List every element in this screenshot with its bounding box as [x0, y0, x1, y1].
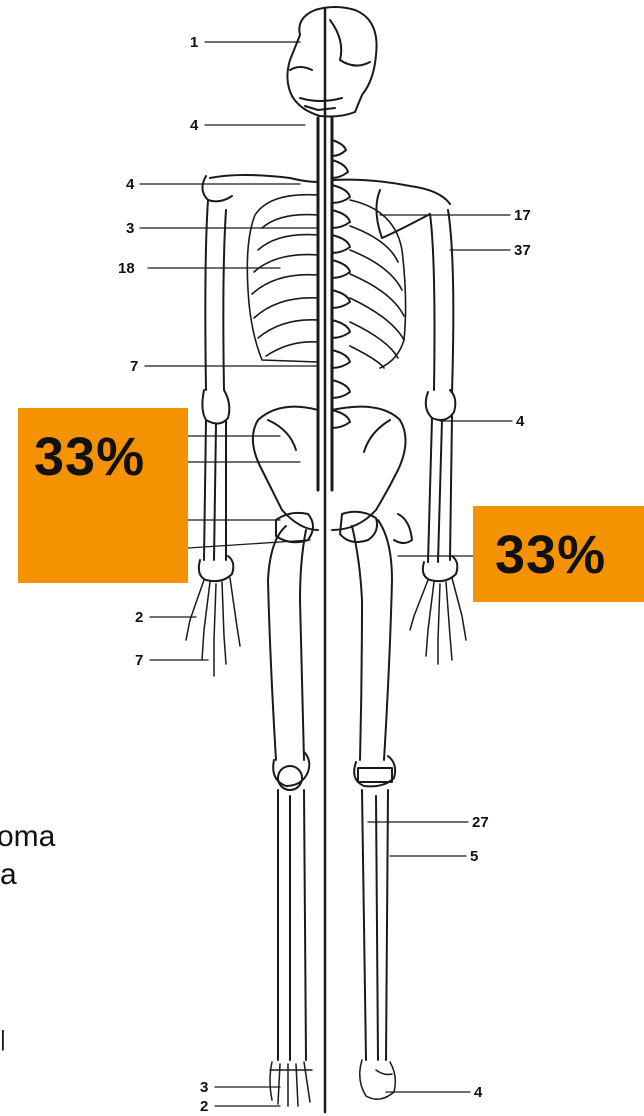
- skull: [287, 7, 376, 117]
- label-3a: 3: [126, 220, 134, 237]
- pelvis: [253, 407, 406, 543]
- label-4a: 4: [190, 117, 199, 134]
- percent-badge-right-value: 33%: [495, 528, 606, 582]
- right-leg: [352, 514, 412, 1060]
- label-3b: 3: [200, 1079, 208, 1096]
- spine: [318, 118, 350, 490]
- label-17: 17: [514, 207, 531, 224]
- number-labels-right: 17 37 4 27 5 4: [470, 207, 531, 1101]
- label-4b: 4: [126, 176, 135, 193]
- label-18: 18: [118, 260, 135, 277]
- label-4c: 4: [516, 413, 525, 430]
- left-arm: [199, 200, 233, 581]
- rib-cage-front: [247, 195, 318, 362]
- left-hand: [186, 578, 240, 676]
- label-1: 1: [190, 34, 198, 51]
- right-foot: [360, 1060, 396, 1099]
- label-7a: 7: [130, 358, 138, 375]
- label-7b: 7: [135, 652, 143, 669]
- left-leg: [268, 526, 309, 1060]
- side-text-line-1: coma: [0, 822, 55, 852]
- left-foot: [270, 1062, 312, 1106]
- percent-badge-left: 33%: [18, 408, 188, 583]
- right-hand: [410, 578, 466, 664]
- right-arm: [423, 210, 457, 581]
- percent-badge-left-value: 33%: [34, 430, 145, 484]
- label-27: 27: [472, 814, 489, 831]
- percent-badge-right: 33%: [473, 506, 644, 602]
- label-37: 37: [514, 242, 531, 259]
- label-2b: 2: [200, 1098, 208, 1115]
- label-5: 5: [470, 848, 478, 865]
- label-2a: 2: [135, 609, 143, 626]
- side-text-line-3: |: [0, 1028, 6, 1050]
- side-text-line-2: a: [0, 860, 17, 890]
- label-4d: 4: [474, 1084, 483, 1101]
